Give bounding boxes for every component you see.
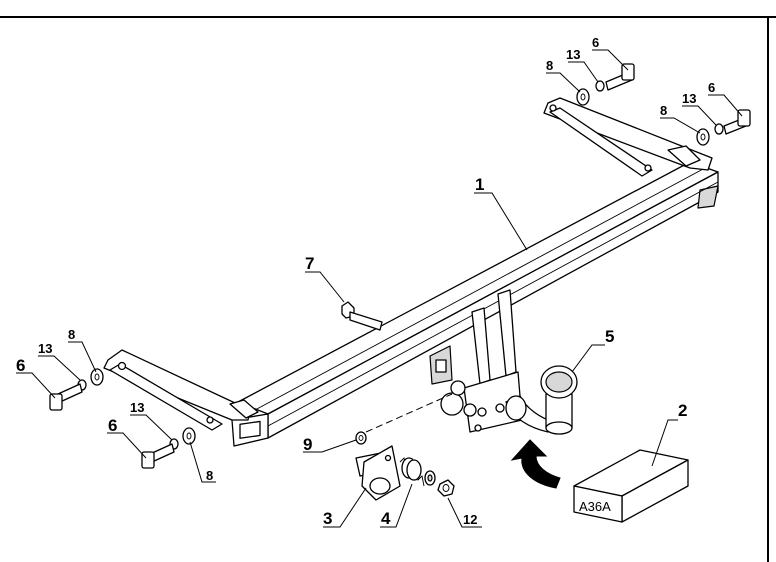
right-bolt-set [696, 109, 751, 146]
washer-9-part [355, 431, 367, 445]
callout-8-left: 8 [68, 327, 75, 342]
callout-6-right: 6 [708, 80, 715, 95]
tow-ball-part [505, 365, 578, 435]
bolt-7-part [341, 301, 383, 331]
callout-2: 2 [678, 401, 687, 420]
left-bolt-set [49, 368, 104, 411]
tow-hook-bracket [429, 289, 523, 433]
callout-7: 7 [305, 254, 314, 273]
callout-6-left: 6 [16, 356, 25, 375]
left-mounting-bracket [103, 349, 259, 431]
callout-3: 3 [323, 509, 332, 528]
washer-and-nut-parts [424, 470, 455, 497]
callout-9: 9 [303, 435, 312, 454]
spring-part [399, 457, 425, 487]
callout-8-bottom: 8 [206, 468, 213, 483]
socket-bracket-part [355, 445, 401, 501]
callout-12: 12 [463, 512, 477, 527]
top-bolt-set [576, 63, 635, 106]
callout-6-bottom: 6 [108, 416, 117, 435]
callout-1: 1 [475, 175, 484, 194]
crossbar-part [231, 161, 719, 447]
callout-5: 5 [605, 327, 614, 346]
kit-box-part: A36A [573, 449, 689, 523]
callout-6-top: 6 [592, 35, 599, 50]
kit-code-label: A36A [579, 499, 611, 514]
callout-4: 4 [381, 509, 391, 528]
callout-13-left: 13 [38, 341, 52, 356]
callouts: 1 2 3 4 5 6 6 6 6 7 8 8 8 [16, 35, 743, 528]
callout-13-right: 13 [682, 91, 696, 106]
callout-8-right: 8 [660, 103, 667, 118]
install-direction-arrow [510, 439, 561, 489]
callout-13-bottom: 13 [130, 400, 144, 415]
right-mounting-bracket [543, 97, 713, 177]
socket-plate [440, 380, 477, 417]
callout-8-top: 8 [546, 58, 553, 73]
callout-13-top: 13 [566, 47, 580, 62]
alignment-dashed-line [365, 393, 453, 433]
bottom-bolt-set [141, 427, 196, 469]
